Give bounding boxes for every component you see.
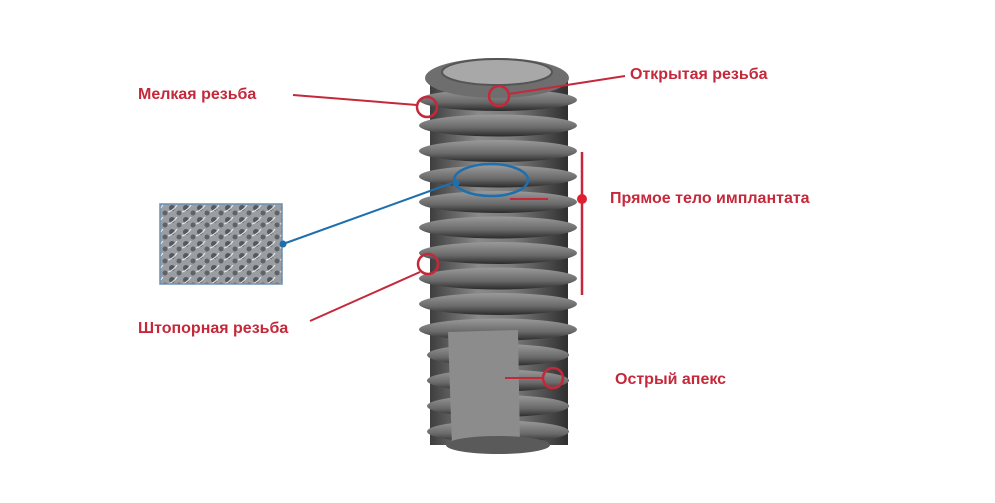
thread-ridge xyxy=(419,140,577,162)
thread-ridge xyxy=(419,114,577,137)
surface-callout xyxy=(159,162,530,285)
label-straight-body: Прямое тело имплантата xyxy=(610,190,810,207)
surface-texture-image xyxy=(159,203,283,285)
open-thread-leader xyxy=(508,75,626,95)
label-sharp-apex: Острый апекс xyxy=(615,371,727,388)
implant-body xyxy=(419,58,577,454)
thread-ridge xyxy=(419,216,577,239)
corkscrew-leader xyxy=(309,271,421,322)
fine-thread-leader xyxy=(292,94,418,106)
label-fine-thread: Мелкая резьба xyxy=(138,86,257,103)
open-thread-marker xyxy=(487,84,511,108)
thread-ridge xyxy=(419,267,577,290)
fine-thread-marker xyxy=(415,95,439,119)
thread-ridge xyxy=(419,191,577,213)
straight-body-dot xyxy=(577,194,587,204)
corkscrew-marker xyxy=(416,252,440,276)
label-open-thread: Открытая резьба xyxy=(630,66,768,83)
thread-ridge xyxy=(419,242,577,264)
thread-ridge xyxy=(419,293,577,315)
apex-marker xyxy=(541,366,565,390)
thread-ridge xyxy=(419,165,577,188)
label-corkscrew-thread: Штопорная резьба xyxy=(138,320,289,337)
